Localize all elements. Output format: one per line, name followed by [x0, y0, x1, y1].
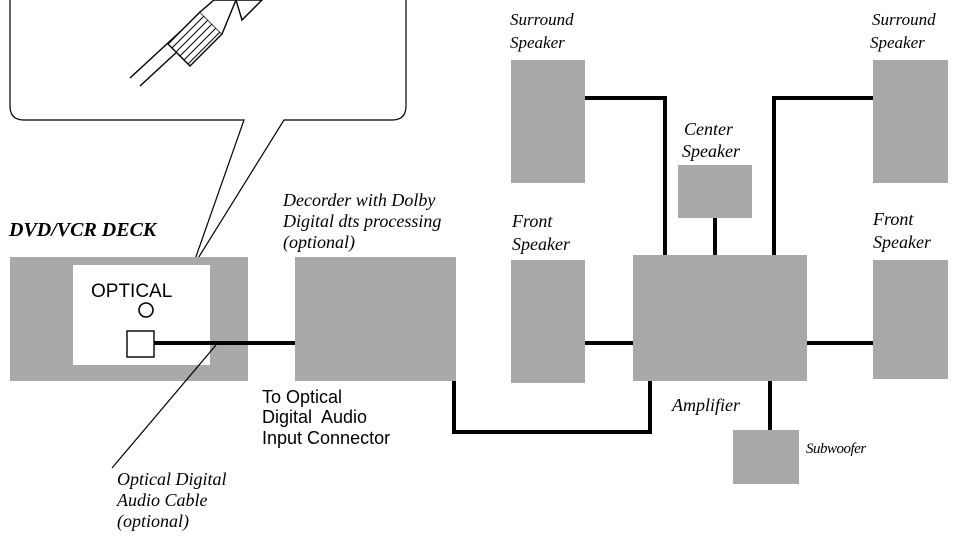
- surround-speaker-left: [511, 60, 585, 183]
- optical-label: OPTICAL: [91, 281, 172, 302]
- optical-input-label-line1: To Optical: [262, 387, 342, 407]
- optical-input-label: To Optical Digital Audio Input Connector: [262, 387, 390, 448]
- center-label-line1: Center: [684, 119, 734, 139]
- optical-cable-label-line1: Optical Digital: [117, 469, 227, 489]
- surround-right-label-line2: Speaker: [870, 33, 925, 52]
- optical-plug-icon: [167, 0, 263, 67]
- front-speaker-right: [873, 260, 948, 379]
- front-right-label-line2: Speaker: [873, 232, 932, 252]
- subwoofer-box: [733, 430, 799, 484]
- center-speaker: [678, 165, 752, 218]
- front-left-label-line2: Speaker: [512, 234, 571, 254]
- amplifier-box: [633, 255, 807, 381]
- front-right-label-line1: Front: [872, 209, 914, 229]
- dvd-vcr-deck: [10, 257, 248, 381]
- surround-speaker-right: [873, 60, 948, 183]
- decoder-box: [295, 257, 456, 381]
- dvd-deck-label: DVD/VCR DECK: [8, 219, 158, 241]
- optical-port-icon: [126, 330, 155, 358]
- optical-input-label-line2: Digital Audio: [262, 407, 367, 427]
- center-label-line2: Speaker: [682, 141, 741, 161]
- amplifier-label: Amplifier: [671, 395, 741, 415]
- decoder-label-line3: (optional): [283, 232, 355, 253]
- front-speaker-left: [511, 260, 585, 383]
- wiring: [154, 96, 873, 434]
- subwoofer-label: Subwoofer: [806, 441, 866, 457]
- optical-cable-label-line2: Audio Cable: [116, 490, 208, 510]
- optical-cable-label-line3: (optional): [117, 511, 189, 532]
- surround-left-label-line2: Speaker: [510, 33, 565, 52]
- optical-input-label-line3: Input Connector: [262, 428, 390, 448]
- optical-cable-label: Optical Digital Audio Cable (optional): [116, 469, 227, 532]
- decoder-label: Decorder with Dolby Digital dts processi…: [282, 190, 441, 253]
- surround-left-label-line1: Surround: [510, 10, 574, 29]
- decoder-label-line2: Digital dts processing: [282, 211, 441, 231]
- surround-right-label-line1: Surround: [872, 10, 936, 29]
- plug-callout: [9, 0, 407, 269]
- decoder-label-line1: Decorder with Dolby: [282, 190, 435, 210]
- cable-pointer: [111, 344, 217, 469]
- optical-indicator-icon: [138, 302, 154, 318]
- front-left-label-line1: Front: [511, 211, 553, 231]
